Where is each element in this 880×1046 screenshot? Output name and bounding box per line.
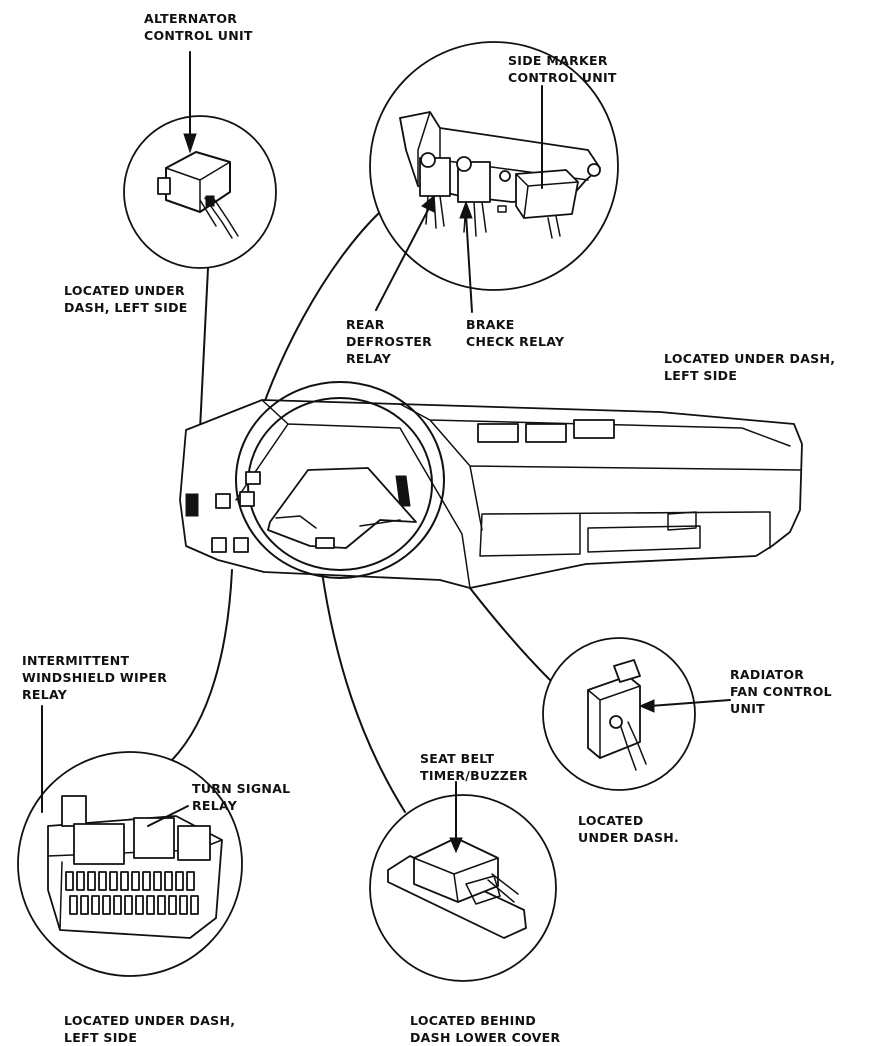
- fuse-slot: [131, 871, 140, 891]
- dashboard-assembly: [179, 381, 803, 589]
- fuse-slot: [91, 895, 100, 915]
- side-marker-control-unit-label: SIDE MARKER CONTROL UNIT: [508, 53, 617, 85]
- fuse-slot: [76, 871, 85, 891]
- fuse-slot: [168, 895, 177, 915]
- fuse-slot: [80, 895, 89, 915]
- fuse-slot: [186, 871, 195, 891]
- dash-vents: [477, 419, 615, 443]
- side-marker-control-unit: [515, 169, 579, 239]
- right-vent: [395, 475, 411, 507]
- left-vent: [185, 493, 199, 517]
- intermittent-wiper-relay: [61, 795, 125, 865]
- fuse-slot: [153, 871, 162, 891]
- alternator-control-unit: [165, 151, 231, 213]
- fuse-slot: [142, 871, 151, 891]
- dash-switches: [211, 471, 261, 553]
- seat-belt-connector-line: [321, 571, 406, 813]
- fuse-slot: [120, 871, 129, 891]
- fuse-slot: [102, 895, 111, 915]
- fuse-slot: [65, 871, 74, 891]
- radiator-pointer-arrow: [649, 699, 731, 707]
- fuse-slot: [179, 895, 188, 915]
- seat-belt-timer-buzzer-label: SEAT BELT TIMER/BUZZER: [420, 751, 528, 783]
- radiator-fan-control-unit-label: RADIATOR FAN CONTROL UNIT: [730, 667, 832, 716]
- seat-belt-detail-circle: [369, 781, 557, 982]
- fuse-slot: [175, 871, 184, 891]
- fuse-slot: [87, 871, 96, 891]
- fuse-slot: [113, 895, 122, 915]
- fuse-slot: [109, 871, 118, 891]
- alternator-connector-plug: [157, 177, 171, 195]
- relay-bracket-location-label: LOCATED UNDER DASH, LEFT SIDE: [664, 351, 836, 383]
- fuse-slot: [135, 895, 144, 915]
- fuse-slot: [69, 895, 78, 915]
- seat-belt-location-label: LOCATED BEHIND DASH LOWER COVER: [410, 1013, 561, 1045]
- fuse-box-connector-line: [171, 569, 233, 761]
- steering-wheel: [235, 381, 445, 579]
- fuse-box-location-label: LOCATED UNDER DASH, LEFT SIDE: [64, 1013, 236, 1045]
- alternator-detail-circle: [123, 51, 277, 269]
- fuse-row: [65, 871, 199, 915]
- relay-bracket-detail-circle: [369, 41, 619, 313]
- rear-defroster-relay-label: REAR DEFROSTER RELAY: [346, 317, 433, 366]
- fuse-slot: [190, 895, 199, 915]
- alternator-control-unit-label: ALTERNATOR CONTROL UNIT: [144, 11, 253, 43]
- turn-signal-relay: [133, 817, 211, 861]
- radiator-location-label: LOCATED UNDER DASH.: [578, 813, 680, 845]
- fuse-slot: [98, 871, 107, 891]
- fuse-slot: [146, 895, 155, 915]
- intermittent-wiper-relay-label: INTERMITTENT WINDSHIELD WIPER RELAY: [22, 653, 168, 702]
- alternator-location-label: LOCATED UNDER DASH, LEFT SIDE: [64, 283, 188, 315]
- rear-defroster-pointer-arrow: [375, 209, 429, 311]
- fuse-slot: [164, 871, 173, 891]
- radiator-fan-detail-circle: [542, 637, 731, 791]
- fuse-slot: [157, 895, 166, 915]
- brake-check-pointer-arrow: [465, 213, 473, 313]
- turn-signal-pointer-arrow: [147, 805, 189, 827]
- fuse-box-detail-circle: [17, 705, 243, 977]
- brake-check-relay-label: BRAKE CHECK RELAY: [466, 317, 565, 349]
- fuse-slot: [124, 895, 133, 915]
- brake-check-relay: [456, 156, 491, 237]
- turn-signal-relay-label: TURN SIGNAL RELAY: [192, 781, 291, 813]
